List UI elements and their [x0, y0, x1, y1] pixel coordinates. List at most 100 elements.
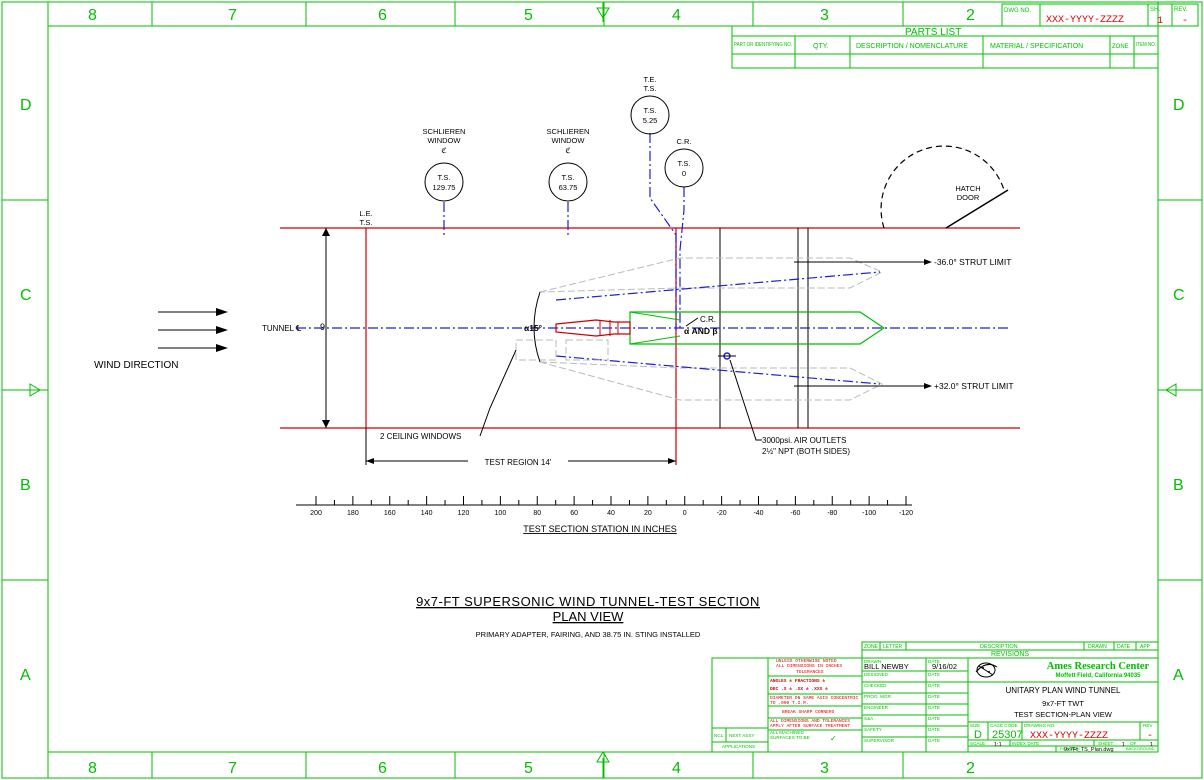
tol-ncl: NCL — [714, 733, 724, 738]
tol-l6: DIAMETER ON SAME AXIS CONCENTRIC — [770, 695, 858, 701]
sch1-line2: WINDOW — [428, 136, 462, 145]
scale-tick-label: 20 — [644, 510, 652, 517]
ghost-block-1 — [515, 339, 557, 361]
ames-filename-label: FILENAME — [1060, 746, 1080, 751]
wind-direction-label: WIND DIRECTION — [94, 360, 178, 371]
ames-filename: 9x7Ft_TS_Plan.dwg — [1064, 747, 1114, 753]
ames-location: Moffett Field, California 94035 — [1055, 673, 1141, 679]
ames-scale: 1:1 — [994, 742, 1002, 748]
ames-background-label: BACKGROUND — [1126, 746, 1155, 751]
col-label-4-bottom: 4 — [672, 760, 681, 777]
wind-arrows — [158, 308, 228, 352]
scale-tick-label: -120 — [899, 510, 913, 517]
parts-col-material: MATERIAL / SPECIFICATION — [990, 43, 1083, 50]
width-label: 9' — [320, 322, 327, 332]
tol-check: ✓ — [830, 734, 837, 743]
tol-l8: BREAK SHARP CORNERS — [782, 709, 835, 715]
tunnel-label: TUNNEL ℄ — [262, 324, 302, 333]
air-outlets-line1: 3000psi. AIR OUTLETS — [762, 436, 846, 445]
ames-cage: 25307 — [992, 729, 1023, 741]
scale-tick-label: 160 — [384, 510, 396, 517]
sh-value: 1 — [1157, 16, 1163, 27]
le-label-2: T.S. — [360, 218, 373, 227]
parts-list: PARTS LIST PART OR IDENTIFYING NO. QTY. … — [731, 25, 1159, 69]
tol-applications: APPLICATIONS — [722, 744, 755, 749]
te-value: 5.25 — [643, 116, 658, 125]
scale-tick-label: -60 — [790, 510, 800, 517]
sch2-line2: WINDOW — [552, 136, 586, 145]
model-centered — [555, 311, 886, 345]
te-leader — [649, 133, 677, 330]
triangle-marker-icon — [596, 2, 610, 22]
col-label-2-top: 2 — [966, 7, 975, 24]
hatch-label-1: HATCH — [955, 184, 980, 193]
cr-alpha-1: C.R. — [700, 315, 716, 324]
signoff-date-2: DATE — [928, 672, 940, 677]
col-label-8-bottom: 8 — [88, 760, 97, 777]
tol-l1: UNLESS OTHERWISE NOTED — [776, 658, 837, 664]
parts-list-title: PARTS LIST — [905, 27, 961, 38]
row-label-a-right: A — [1173, 667, 1184, 684]
cr-ts: T.S. — [678, 159, 691, 168]
row-label-d-right: D — [1173, 97, 1185, 114]
col-label-7-bottom: 7 — [228, 760, 237, 777]
alpha-label: α15° — [524, 323, 543, 333]
schlieren-1-circle — [424, 162, 464, 202]
ames-cage-label: CAGE CODE — [990, 723, 1018, 728]
tol-l2: ALL DIMENSIONS IN INCHES — [776, 663, 842, 669]
tol-l4: ANGLES ± FRACTIONS ± — [770, 678, 825, 684]
rev-app: APP — [1140, 644, 1151, 650]
test-region-label: TEST REGION 14' — [485, 458, 552, 467]
row-label-b-right: B — [1173, 477, 1184, 494]
signoff-designed: DESIGNED — [864, 672, 889, 677]
ames-name: Ames Research Center — [1047, 661, 1150, 672]
col-label-6-top: 6 — [378, 7, 387, 24]
te-label-2: T.S. — [644, 84, 657, 93]
sch1-line3: ℭ — [441, 146, 447, 155]
width-dimension — [322, 228, 330, 428]
scale-tick-label: 120 — [458, 510, 470, 517]
col-label-8-top: 8 — [88, 7, 97, 24]
signoff-date-4: DATE — [928, 694, 940, 699]
drawing-title-line3: PRIMARY ADAPTER, FAIRING, AND 38.75 IN. … — [476, 630, 701, 639]
ames-rev: - — [1147, 731, 1153, 742]
parts-col-part: PART OR IDENTIFYING NO. — [734, 42, 792, 48]
dwg-number-block: DWG NO. XXX-YYYY-ZZZZ SH. 1 REV. - — [1001, 3, 1199, 27]
sch2-ts: T.S. — [562, 173, 575, 182]
ames-index-label: INDEX DATE — [1012, 741, 1039, 746]
hatch-door-arc — [880, 145, 1005, 229]
signoff-drawn-label: DRAWN — [864, 659, 881, 664]
tol-l9: ALL DIMENSIONS AND TOLERANCES — [770, 718, 850, 724]
col-label-5-bottom: 5 — [524, 760, 533, 777]
hatch-door-panel — [945, 189, 1009, 229]
ames-line3: TEST SECTION-PLAN VIEW — [1014, 710, 1113, 719]
tol-l5: DEC .X ± .XX ± .XXX ± — [770, 686, 828, 692]
tol-l12: SURFACES TO BE — [770, 735, 810, 740]
tol-l10: APPLY AFTER SURFACE TREATMENT — [770, 723, 850, 729]
dwg-no-value: XXX-YYYY-ZZZZ — [1046, 15, 1124, 26]
tol-l7: TO .000 T.I.R. — [770, 700, 809, 706]
parts-col-item: ITEM NO. — [1136, 42, 1156, 48]
sch1-value: 129.75 — [433, 183, 456, 192]
parts-col-zone: ZONE — [1112, 44, 1129, 50]
ceiling-windows-label: 2 CEILING WINDOWS — [380, 432, 461, 441]
sch2-value: 63.75 — [559, 183, 578, 192]
cr-leader — [679, 187, 685, 330]
arrow-marker-icon — [1160, 383, 1198, 397]
te-circle — [630, 95, 670, 135]
model-upper-limit — [539, 257, 884, 301]
cr-alpha-leader — [685, 317, 699, 327]
ames-scale-label: SCALE — [970, 741, 985, 746]
col-label-3-bottom: 3 — [820, 760, 829, 777]
scale-tick-label: -100 — [862, 510, 876, 517]
rev-value: - — [1182, 16, 1188, 27]
row-label-a-left: A — [20, 667, 31, 684]
scale-tick-label: 180 — [347, 510, 359, 517]
sh-label: SH. — [1150, 7, 1160, 13]
scale-tick-label: -40 — [753, 510, 763, 517]
sch2-line1: SCHLIEREN — [547, 127, 590, 136]
ames-line1: UNITARY PLAN WIND TUNNEL — [1006, 686, 1122, 695]
scale-tick-label: 80 — [533, 510, 541, 517]
scale-tick-label: 200 — [310, 510, 322, 517]
